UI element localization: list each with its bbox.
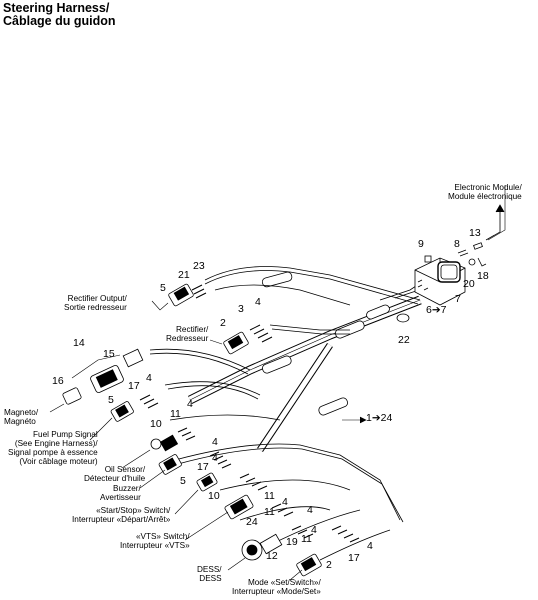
callout-14: 14 (73, 337, 85, 349)
connector-mode-set (296, 553, 322, 577)
callout-15: 15 (103, 348, 115, 360)
magneto-label: Magneto/ Magnéto (4, 408, 39, 426)
callout-2-bottom: 2 (326, 559, 332, 571)
dess-label: DESS/ DESS (197, 565, 222, 583)
connector-vts (224, 494, 254, 520)
start-stop-switch-label: «Start/Stop» Switch/ Interrupteur «Dépar… (72, 506, 171, 524)
title-line-2: Câblage du guidon (3, 14, 116, 28)
vts-switch-label: «VTS» Switch/ Interrupteur «VTS» (120, 532, 190, 550)
callout-4-top: 4 (255, 296, 261, 308)
connector-14-15 (90, 348, 144, 393)
callout-4-bottom-2: 4 (367, 540, 373, 552)
connector-fuel-pump (110, 401, 134, 422)
callout-5-top: 5 (160, 282, 166, 294)
callout-24: 24 (246, 516, 258, 528)
callout-11-bottom: 11 (301, 533, 312, 545)
callout-6-to-7: 6➔7 (426, 304, 447, 316)
callout-11-center-2: 11 (264, 506, 275, 518)
callout-3: 3 (238, 303, 244, 315)
callout-4-center: 4 (212, 436, 218, 448)
callout-13: 13 (469, 227, 481, 239)
connector-rectifier-output (168, 283, 194, 307)
connector-buzzer (158, 454, 182, 475)
connector-oil-sensor (150, 434, 179, 452)
callout-4-right: 4 (282, 496, 288, 508)
leader-lines (49, 185, 506, 581)
magneto-plug (62, 387, 82, 405)
electronic-module (414, 257, 466, 306)
callout-12: 12 (266, 550, 278, 562)
callout-17-bottom: 17 (348, 552, 360, 564)
callout-19: 19 (286, 536, 298, 548)
callout-11-top: 11 (170, 408, 181, 420)
fuel-pump-label: Fuel Pump Signal (See Engine Harness)/ S… (8, 430, 98, 466)
callout-17-center: 17 (197, 461, 209, 473)
callout-21: 21 (178, 269, 190, 281)
mode-set-switch-label: Mode «Set/Switch»/ Interrupteur «Mode/Se… (232, 578, 321, 596)
callout-11-center: 11 (264, 490, 275, 502)
callout-1-to-24: 1➔24 (366, 412, 393, 424)
callout-23: 23 (193, 260, 205, 272)
callout-4-bottom: 4 (311, 524, 317, 536)
cable-tie (396, 313, 410, 323)
callout-22: 22 (398, 334, 410, 346)
buzzer-label: Buzzer/ Avertisseur (100, 484, 141, 502)
callout-16: 16 (52, 375, 64, 387)
callout-5-mid: 5 (108, 394, 114, 406)
electronic-module-label: Electronic Module/ Module électronique (448, 183, 522, 201)
page-title: Steering Harness/ Câblage du guidon (3, 2, 116, 28)
connector-rectifier (223, 331, 249, 355)
callout-7: 7 (455, 293, 461, 305)
callout-17-left: 17 (128, 380, 140, 392)
connector-dess (241, 533, 283, 561)
callout-10-bottom: 10 (208, 490, 220, 502)
callout-18: 18 (477, 270, 489, 282)
connector-start-stop (196, 472, 218, 492)
terminal-pins (139, 284, 360, 543)
callout-10-top: 10 (150, 418, 162, 430)
callout-20: 20 (463, 278, 475, 290)
title-line-1: Steering Harness/ (3, 1, 110, 15)
callout-5-bottom: 5 (180, 475, 186, 487)
rectifier-output-label: Rectifier Output/ Sortie redresseur (64, 294, 127, 312)
oil-sensor-label: Oil Sensor/ Détecteur d'huile (84, 465, 146, 483)
callout-8: 8 (454, 238, 460, 250)
callout-4-right-2: 4 (307, 504, 313, 516)
callout-4-center-2: 4 (212, 452, 218, 464)
module-pins (424, 204, 505, 267)
callout-9: 9 (418, 238, 424, 250)
callout-2-top: 2 (220, 317, 226, 329)
rectifier-label: Rectifier/ Redresseur (166, 325, 209, 343)
main-trunk (187, 271, 422, 452)
callout-4-left: 4 (146, 372, 152, 384)
callout-4-mid: 4 (187, 398, 193, 410)
